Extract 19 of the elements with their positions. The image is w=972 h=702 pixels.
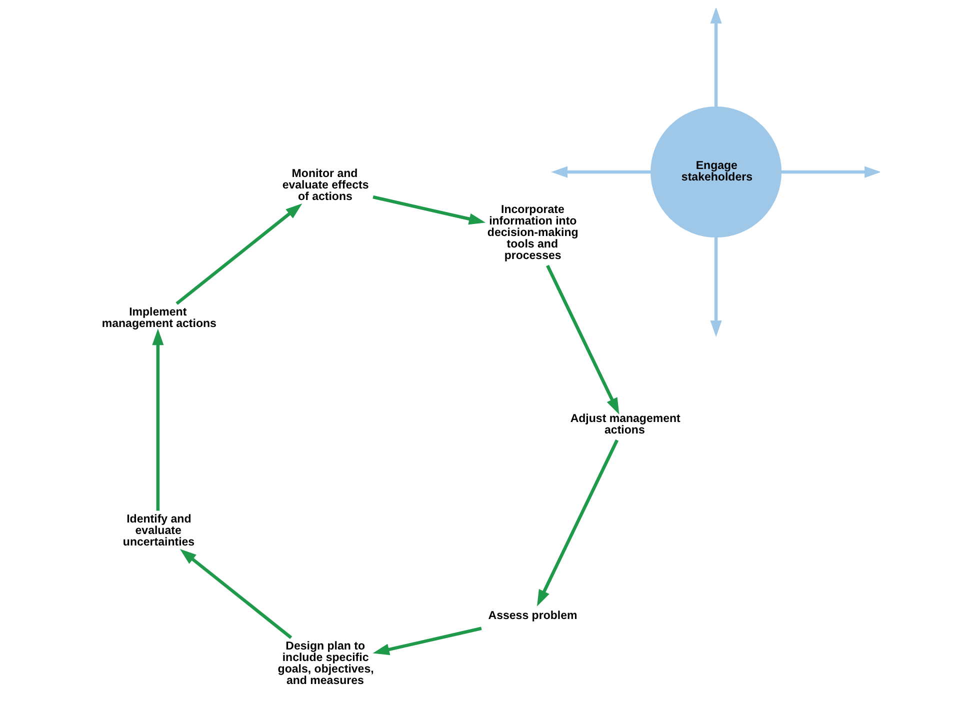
arrow [710,237,722,338]
node-text: Monitor and evaluate effects of actions [282,168,369,204]
arrow [537,439,619,606]
node-text: Identify and evaluate uncertainties [122,514,195,549]
arrow [372,195,486,225]
node-text: Assess problem [488,610,578,622]
arrow [372,626,482,656]
arrow [176,204,302,305]
node-text: Design plan to include specific goals, objectives, and measures [278,640,374,688]
node-text: Implement management actions [102,306,216,330]
node-circle: Engage stakeholders [650,106,782,238]
arrow [152,328,164,511]
node-text: Incorporate information into decision-making tools and processes [487,204,578,262]
arrow [710,8,722,107]
arrow [546,264,620,414]
arrow [180,549,292,639]
arrow [551,166,651,178]
node-text: Adjust management actions [570,412,680,436]
arrow [781,166,880,178]
